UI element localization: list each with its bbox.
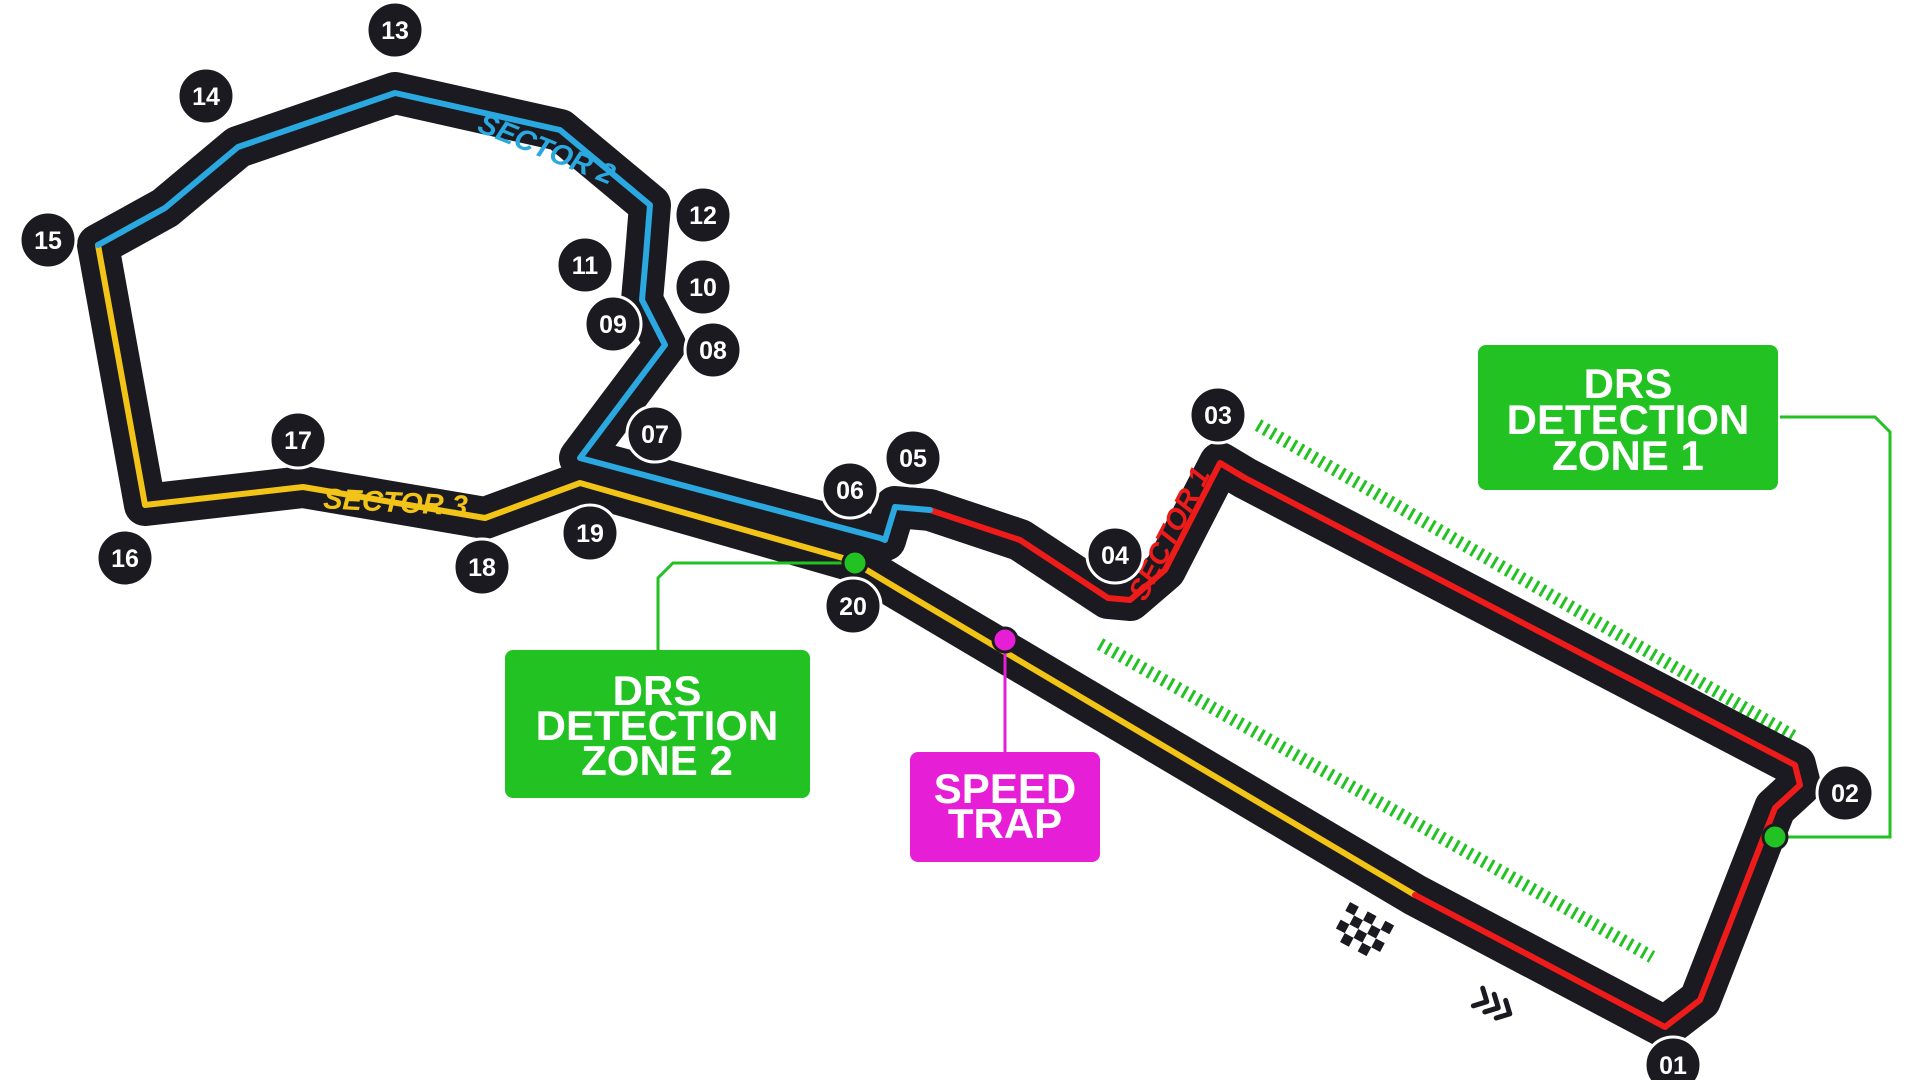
turn-marker-circle: [560, 503, 620, 563]
drs-zone-1-line-1: DRS: [1584, 360, 1673, 407]
turn-number: 13: [381, 17, 409, 45]
drs-zone-1-line-3: ZONE 1: [1552, 432, 1704, 479]
turn-marker-13: 13: [365, 0, 425, 60]
sector-lines: [95, 90, 1803, 1030]
turn-marker-03: 03: [1188, 385, 1248, 445]
turn-marker-08: 08: [683, 320, 743, 380]
drs-zone-1-point: [1761, 823, 1789, 851]
turn-number: 09: [599, 311, 627, 339]
speed-trap-box: [910, 752, 1100, 862]
sector-3-label: SECTOR 3: [322, 483, 468, 523]
speed-trap-point: [991, 626, 1019, 654]
sector-2-line: [95, 90, 933, 543]
turn-number: 12: [689, 202, 717, 230]
speed-trap-line-1: SPEED: [934, 765, 1076, 812]
drs-zone-2-line-3: ZONE 2: [581, 737, 733, 784]
turn-marker-circle: [365, 0, 425, 60]
drs-zone-2-point: [841, 549, 869, 577]
turn-number: 16: [111, 545, 139, 573]
turn-marker-circle: [555, 235, 615, 295]
turn-marker-circle: [625, 404, 685, 464]
turn-marker-17: 17: [268, 410, 328, 470]
turn-marker-circle: [268, 410, 328, 470]
turn-marker-circle: [823, 576, 883, 636]
drs-detection-zone-2: DRS DETECTION ZONE 2: [505, 549, 869, 798]
turn-marker-12: 12: [673, 185, 733, 245]
turn-number: 08: [699, 337, 727, 365]
turn-marker-circle: [1085, 525, 1145, 585]
turn-marker-circle: [1643, 1035, 1703, 1085]
speed-trap-line-2: TRAP: [948, 800, 1062, 847]
drs-zone-2-leader: [656, 561, 855, 650]
turn-marker-circle: [673, 257, 733, 317]
drs-zone-1-line-2: DETECTION: [1507, 396, 1750, 443]
turn-marker-02: 02: [1815, 763, 1875, 823]
turn-marker-circle: [583, 294, 643, 354]
turn-marker-circle: [95, 528, 155, 588]
turn-number: 04: [1101, 542, 1129, 570]
turn-marker-circle: [452, 537, 512, 597]
track-outline: [77, 72, 1821, 1048]
turn-marker-circle: [683, 320, 743, 380]
drs-zone-2-line-2: DETECTION: [536, 702, 779, 749]
sector-1-line: [927, 460, 1803, 1030]
turn-marker-20: 20: [823, 576, 883, 636]
turn-marker-circle: [673, 185, 733, 245]
turn-number: 01: [1659, 1052, 1687, 1080]
turn-marker-19: 19: [560, 503, 620, 563]
turn-marker-circle: [883, 428, 943, 488]
turn-number: 11: [572, 252, 599, 280]
drs-zone-main-straight: [1096, 638, 1656, 963]
turn-number: 06: [836, 477, 864, 505]
turn-marker-circle: [1815, 763, 1875, 823]
turn-marker-07: 07: [625, 404, 685, 464]
turn-marker-circle: [820, 460, 880, 520]
turn-number: 07: [641, 421, 669, 449]
track-surface: [77, 72, 1821, 1048]
turn-number: 10: [689, 274, 717, 302]
turn-marker-04: 04: [1085, 525, 1145, 585]
turn-marker-14: 14: [176, 66, 236, 126]
turn-marker-circle: [176, 66, 236, 126]
turn-number: 03: [1204, 402, 1232, 430]
turn-marker-01: 01: [1643, 1035, 1703, 1085]
turn-marker-18: 18: [452, 537, 512, 597]
direction-chevrons-icon: [1470, 985, 1513, 1021]
drs-zone-1-leader: [1775, 415, 1892, 839]
turn-marker-11: 11: [555, 235, 615, 295]
turn-number: 15: [34, 227, 62, 255]
turn-number: 17: [284, 427, 312, 455]
turn-number: 02: [1831, 780, 1859, 808]
checkered-flag-icon: [1335, 902, 1395, 957]
drs-zone-1-box: [1478, 345, 1778, 490]
turn-marker-circle: [18, 210, 78, 270]
turn-marker-15: 15: [18, 210, 78, 270]
drs-detection-zone-1: DRS DETECTION ZONE 1: [1478, 345, 1892, 851]
speed-trap: SPEED TRAP: [910, 626, 1100, 862]
turn-number: 14: [192, 83, 220, 111]
drs-zone-2-box: [505, 650, 810, 798]
drs-activation-zones: [1096, 419, 1797, 963]
turn-number: 18: [468, 554, 496, 582]
sector-3-line: [95, 242, 1418, 898]
turn-number: 20: [839, 593, 867, 621]
turn-marker-05: 05: [883, 428, 943, 488]
turn-marker-10: 10: [673, 257, 733, 317]
turn-number: 19: [576, 520, 604, 548]
turn-marker-16: 16: [95, 528, 155, 588]
turn-marker-09: 09: [583, 294, 643, 354]
drs-zone-2-line-1: DRS: [613, 667, 702, 714]
turn-markers: 01 02 03 04 05 06 07 08 09 10 11 12 13 14 15 16 17 18 19 20: [18, 0, 1875, 1085]
turn-number: 05: [899, 445, 927, 473]
turn-marker-06: 06: [820, 460, 880, 520]
turn-marker-circle: [1188, 385, 1248, 445]
